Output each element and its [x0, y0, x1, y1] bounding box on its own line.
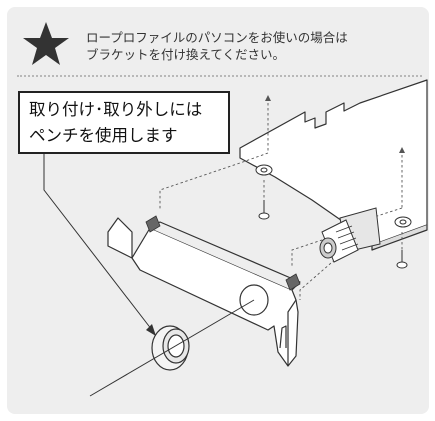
note-text: ロープロファイルのパソコンをお使いの場合は ブラケットを付け換えてください。 — [86, 29, 348, 63]
pointer-arrow — [146, 324, 156, 336]
pointer-lines — [43, 152, 255, 397]
bracket — [107, 217, 301, 367]
tool-callout: 取り付け･取り外しには ペンチを使用します — [18, 91, 230, 154]
guide-arrows — [265, 95, 405, 153]
pcb-board — [239, 79, 428, 251]
note-line-1: ロープロファイルのパソコンをお使いの場合は — [86, 30, 348, 45]
bracket-tabs — [145, 215, 301, 291]
note-line-2: ブラケットを付け換えてください。 — [86, 47, 286, 62]
guide-lines — [159, 98, 403, 300]
sma-connector — [319, 207, 381, 263]
callout-line-1: 取り付け･取り外しには — [29, 100, 203, 119]
screws — [258, 200, 408, 269]
dotted-divider — [17, 75, 422, 77]
callout-line-2: ペンチを使用します — [29, 126, 178, 145]
note-header: ロープロファイルのパソコンをお使いの場合は ブラケットを付け換えてください。 — [7, 7, 429, 75]
star-icon — [23, 22, 69, 65]
board-holes — [255, 164, 412, 228]
washer — [151, 325, 190, 371]
